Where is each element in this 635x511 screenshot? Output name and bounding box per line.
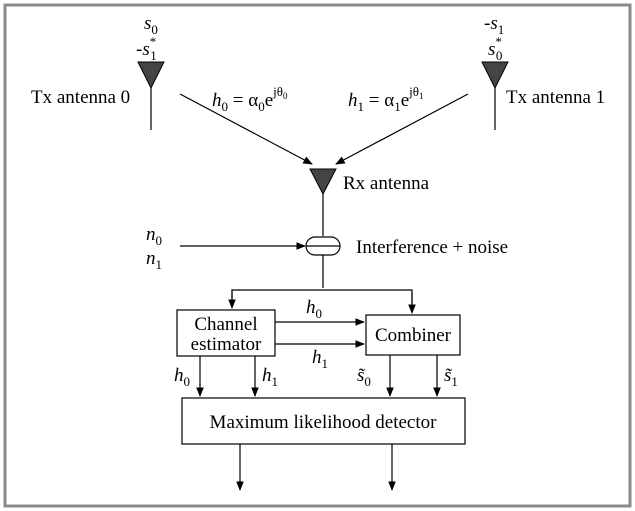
noise-n1-label: n1 [146, 248, 162, 272]
channel-estimator-line2: estimator [191, 334, 262, 355]
channel-1-arrow [335, 93, 469, 165]
tx1-symbol-top: -s1 [484, 13, 504, 37]
h0-link-label: h0 [306, 297, 322, 321]
h1-detector-label: h1 [262, 365, 278, 389]
noise-n0-label: n0 [146, 224, 162, 248]
combiner-label: Combiner [375, 325, 452, 346]
summing-node [305, 236, 341, 256]
tx-antenna-1-label: Tx antenna 1 [506, 87, 605, 108]
rx-antenna-label: Rx antenna [343, 173, 430, 194]
ml-detector-block [181, 397, 466, 445]
tx0-symbol-bottom: -s*1 [136, 34, 157, 63]
channel-1-equation: h1 = α1ejθ1 [348, 84, 423, 114]
rx-antenna: Rx antenna [309, 168, 430, 236]
tx1-symbol-bottom: s*0 [488, 34, 502, 63]
tx-antenna-1-icon [481, 61, 509, 90]
s1-tilde-label: s̃1 [444, 365, 458, 389]
tx-antenna-1: -s1 s*0 Tx antenna 1 [481, 13, 605, 130]
tx0-symbol-top: s0 [144, 13, 158, 37]
tx-antenna-0: s0 -s*1 Tx antenna 0 [31, 13, 165, 130]
channel-0-arrow [179, 93, 313, 165]
tx-antenna-0-icon [137, 61, 165, 90]
tx-antenna-0-label: Tx antenna 0 [31, 87, 130, 108]
combiner-block [365, 314, 461, 356]
channel-0-equation: h0 = α0ejθ0 [212, 84, 288, 114]
channel-estimator-block [176, 309, 276, 357]
h0-detector-label: h0 [174, 365, 190, 389]
ml-detector-label: Maximum likelihood detector [210, 412, 438, 433]
rx-antenna-icon [309, 168, 337, 196]
interference-noise-label: Interference + noise [356, 237, 508, 258]
h1-link-label: h1 [312, 347, 328, 371]
s0-tilde-label: s̃0 [357, 365, 371, 389]
channel-estimator-line1: Channel [194, 314, 257, 335]
